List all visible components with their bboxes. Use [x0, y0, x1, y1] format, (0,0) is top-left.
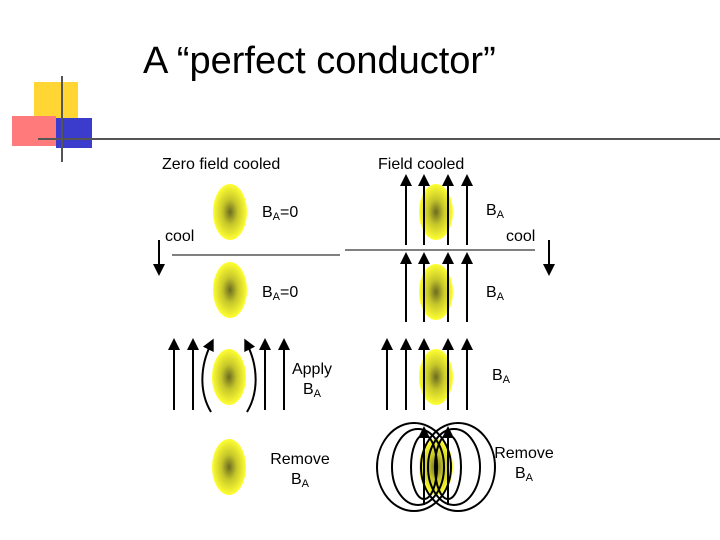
ba-label-fc-1: BA	[486, 202, 504, 221]
decor-yellow-square	[34, 82, 78, 118]
a-subscript: A	[502, 374, 511, 386]
field-lines-fc-row3	[381, 338, 473, 410]
trapped-flux-loops	[376, 422, 496, 512]
ba-zero-label-2: BA=0	[262, 284, 298, 303]
equals-zero: =0	[280, 204, 299, 221]
b-symbol: B	[262, 284, 273, 301]
remove-ba-label-right: Remove BA	[492, 444, 556, 488]
field-lines-fc-row2	[400, 252, 473, 322]
a-subscript: A	[525, 472, 533, 484]
field-lines-fc-row1	[400, 174, 473, 245]
b-symbol: B	[486, 284, 497, 301]
sample-fc-3	[419, 349, 453, 405]
b-symbol: B	[514, 465, 526, 482]
a-subscript: A	[313, 388, 321, 400]
field-lines-zfc-row3	[168, 338, 290, 413]
ba-label-fc-3: BA	[492, 367, 510, 386]
decor-horizontal-rule	[38, 138, 720, 140]
a-subscript: A	[272, 291, 281, 303]
cool-label-left: cool	[165, 228, 195, 245]
remove-word: Remove	[494, 445, 554, 462]
apply-word: Apply	[291, 361, 333, 378]
b-symbol: B	[486, 202, 497, 219]
b-symbol: B	[262, 204, 273, 221]
remove-ba-label-left: Remove BA	[268, 450, 332, 494]
sample-fc-1	[419, 184, 453, 240]
equals-zero: =0	[280, 284, 299, 301]
a-subscript: A	[496, 291, 505, 303]
b-symbol: B	[492, 367, 503, 384]
ba-label-fc-2: BA	[486, 284, 504, 303]
sample-zfc-4	[212, 439, 246, 495]
sample-fc-2	[419, 264, 453, 320]
a-subscript: A	[301, 478, 309, 490]
ba-zero-label-1: BA=0	[262, 204, 298, 223]
zero-field-cooled-header: Zero field cooled	[162, 156, 281, 173]
decor-vertical-rule	[61, 76, 63, 162]
a-subscript: A	[496, 209, 505, 221]
field-cooled-header: Field cooled	[378, 156, 465, 173]
cool-label-right: cool	[506, 228, 536, 245]
page-title: A “perfect conductor”	[143, 40, 496, 82]
sample-zfc-1	[213, 184, 247, 240]
sample-zfc-3	[212, 349, 246, 405]
apply-ba-label: Apply BA	[284, 360, 340, 404]
a-subscript: A	[272, 211, 281, 223]
remove-word: Remove	[270, 451, 330, 468]
b-symbol: B	[290, 471, 302, 488]
decor-red-square	[12, 116, 56, 146]
b-symbol: B	[302, 381, 314, 398]
sample-zfc-2	[213, 262, 247, 318]
